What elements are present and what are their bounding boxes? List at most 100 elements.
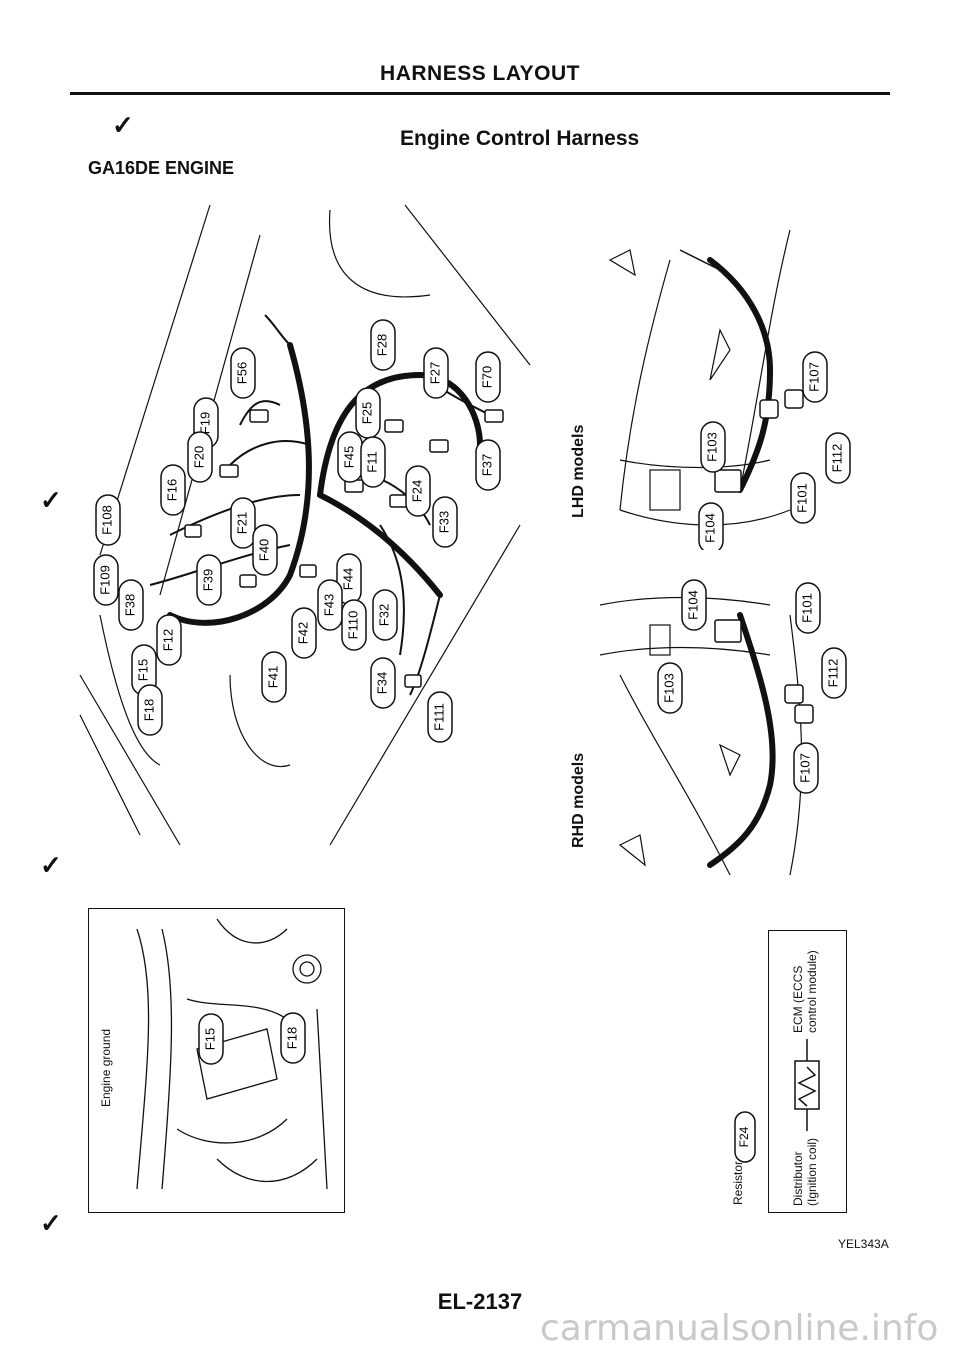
connector-label: F101 [794,483,809,513]
connector-callout: F28 [370,319,396,371]
connector-callout: F112 [825,432,851,484]
connector-plug [794,704,814,724]
connector-label: F18 [141,699,156,721]
connector-label: F56 [234,362,249,384]
connector-callout: F32 [372,589,398,641]
connector-callout: F70 [475,351,501,403]
connector-label: F103 [661,673,676,703]
connector-callout: F38 [118,579,144,631]
connector-label: F28 [374,334,389,356]
header-rule [70,92,890,95]
rhd-models-label: RHD models [570,752,587,848]
watermark: carmanualsonline.info [540,1308,939,1349]
connector-label: F15 [202,1028,217,1050]
connector-callout: F104 [681,579,707,631]
connector-label: F25 [359,402,374,424]
connector-callout: F15 [131,644,157,696]
connector-callout: F20 [187,431,213,483]
connector-label: F111 [431,703,446,731]
connector-callout: F19 [193,397,219,449]
connector-plug [784,684,804,704]
distributor-sublabel: (Ignition coil) [805,1137,819,1206]
connector-callout: F41 [261,651,287,703]
connector-plug [429,439,449,453]
connector-plug [784,389,804,409]
connector-callout: F108 [95,494,121,546]
connector-label: F20 [191,446,206,468]
connector-label: F107 [797,753,812,783]
connector-callout: F103 [657,662,683,714]
connector-label: F21 [234,512,249,534]
connector-callout: F24 [405,465,431,517]
connector-label: F32 [376,604,391,626]
page-header-title: HARNESS LAYOUT [380,62,580,85]
connector-callout: F18 [280,1012,306,1064]
connector-callout: F104 [698,502,724,550]
section-title: Engine Control Harness [400,127,640,150]
connector-label: F43 [321,594,336,616]
connector-label: F112 [825,659,840,688]
connector-label: F110 [345,611,360,640]
connector-label: F41 [265,666,280,688]
connector-callout: F112 [821,647,847,699]
figure-id: YEL343A [838,1237,889,1251]
connector-label: F12 [160,629,175,651]
connector-label: F42 [295,622,310,644]
connector-callout: F18 [137,684,163,736]
connector-label: F27 [427,362,442,384]
connector-label: F18 [284,1027,299,1049]
page-number: EL-2137 [437,1289,523,1314]
connector-label: F104 [685,590,700,620]
resistor-legend-box: Distributor (Ignition coil) ECM (ECCS co… [768,930,847,1213]
distributor-label: Distributor [791,1151,805,1206]
connector-label: F15 [135,659,150,681]
connector-plug [184,524,202,538]
connector-label: F16 [164,479,179,501]
connector-label: F112 [829,444,844,473]
connector-label: F108 [99,505,114,535]
engine-ground-label: Engine ground [99,1028,113,1107]
resistor-symbol [794,1039,820,1131]
connector-callout: F16 [160,464,186,516]
connector-plug [239,574,257,588]
connector-callout: F44 [336,553,362,605]
connector-callout: F15 [198,1013,224,1065]
connector-plug [484,409,504,423]
connector-callout: F107 [802,351,828,403]
engine-ground-sketch: F15 F18 [136,918,328,1190]
connector-callout: F103 [700,421,726,473]
connector-label: F34 [374,672,389,694]
connector-callout: F107 [793,742,819,794]
connector-label: F101 [799,593,814,623]
connector-callout: F27 [423,347,449,399]
connector-callout: F37 [475,439,501,491]
connector-label: F38 [122,594,137,616]
connector-label: F19 [197,412,212,434]
connector-callout: F101 [790,472,816,524]
lhd-models-label: LHD models [570,424,587,518]
connector-label: F39 [200,569,215,591]
connector-callout: F11 [360,436,386,488]
connector-callout: F33 [432,496,458,548]
connector-label: F70 [479,366,494,388]
connector-callout: F110 [341,599,367,651]
margin-tick-mark: ✓ [112,110,134,140]
connector-callout: F101 [795,582,821,634]
ecm-sublabel: control module) [805,950,819,1033]
connector-callout: F25 [355,387,381,439]
connector-plug [384,419,404,433]
margin-tick-mark: ✓ [40,1208,62,1238]
connector-label: F107 [806,362,821,392]
connector-plug [219,464,239,478]
legend-connector-label: F24 [737,1126,751,1147]
connector-callout: F40 [252,524,278,576]
connector-callout: F42 [291,607,317,659]
ecm-label: ECM (ECCS [791,965,805,1033]
connector-label: F45 [341,446,356,468]
connector-callout: F109 [93,554,119,606]
connector-label: F37 [479,454,494,476]
legend-connector-callout: F24 [734,1111,756,1163]
connector-label: F109 [97,565,112,595]
